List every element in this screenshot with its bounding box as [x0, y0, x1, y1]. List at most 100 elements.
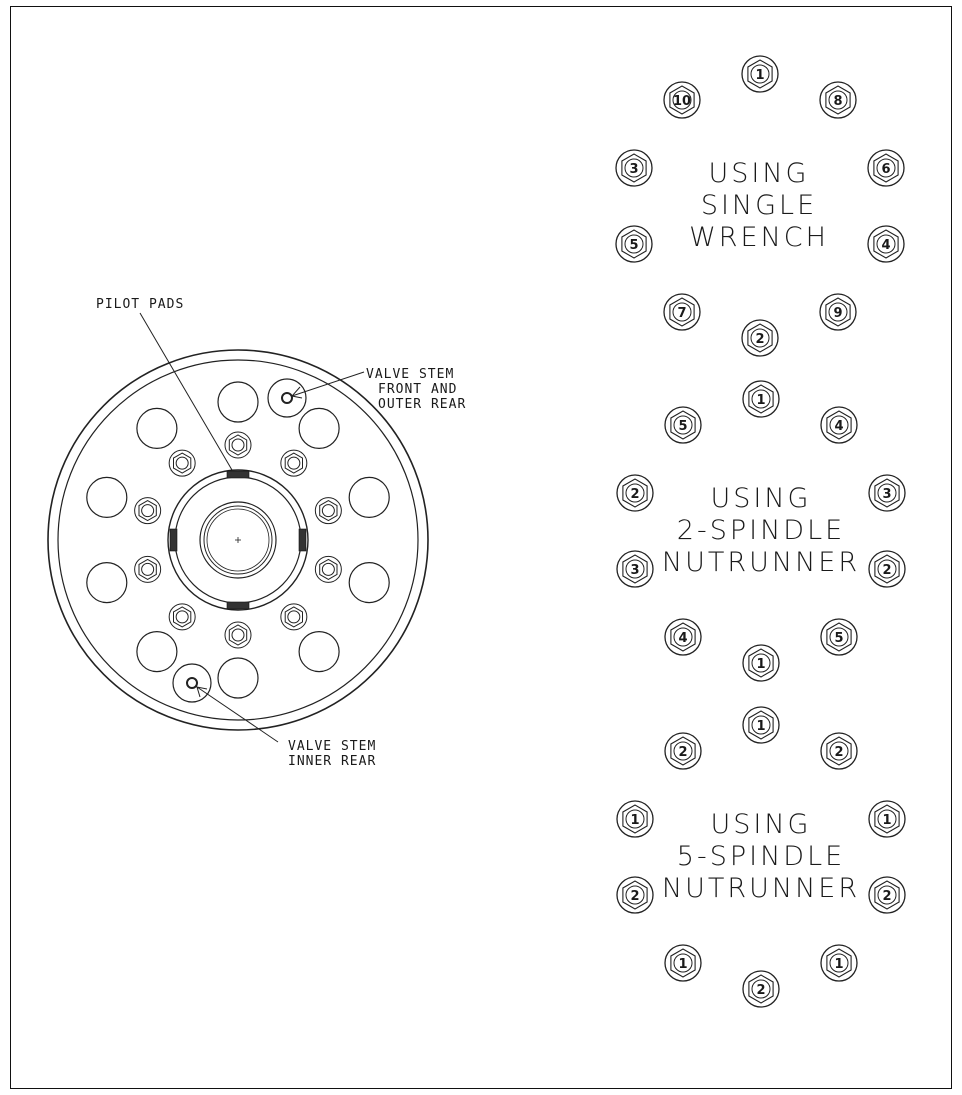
lug-nut: 1: [664, 944, 702, 982]
lug-nut-number: 2: [834, 745, 843, 760]
lug-nut: 7: [663, 293, 701, 331]
diagram-frame: [10, 6, 952, 1089]
lug-nut: 4: [664, 618, 702, 656]
lug-nut-number: 2: [678, 745, 687, 760]
lug-nut: 3: [616, 550, 654, 588]
pattern-1-title-line2: SINGLE: [701, 190, 817, 221]
pattern-5-spindle: USING 5-SPINDLE NUTRUNNER 1 2 1 2 1 2 1 2 1 2: [616, 706, 906, 1008]
lug-nut: 3: [868, 474, 906, 512]
valve-stem-front: [267, 378, 307, 418]
hub-ring-outer: [167, 469, 309, 611]
hand-hole: [298, 407, 340, 449]
lug-nut-number: 5: [678, 419, 687, 434]
lug-nut-number: 3: [630, 563, 639, 578]
hand-hole: [217, 381, 259, 423]
lug-nut: 5: [615, 225, 653, 263]
lug-nut: 1: [616, 800, 654, 838]
lug-nut-number: 1: [756, 657, 765, 672]
pilot-pads-label: PILOT PADS: [96, 297, 184, 312]
pattern-3-title-line3: NUTRUNNER: [662, 873, 860, 904]
lug-nut: 2: [742, 970, 780, 1008]
hand-hole: [86, 561, 128, 604]
lug-nut-number: 4: [881, 238, 890, 253]
pattern-2-title-line1: USING: [711, 483, 812, 514]
valve-stem-inner-line1: VALVE STEM: [288, 739, 376, 754]
lug-nut: 1: [742, 706, 780, 744]
lug-nut: 2: [820, 732, 858, 770]
wheel-stud: [314, 497, 342, 525]
lug-nut-number: 7: [677, 306, 686, 321]
hand-hole: [136, 407, 178, 449]
lug-nut: 2: [741, 319, 779, 357]
lug-nut: 2: [664, 732, 702, 770]
pattern-1-title-line1: USING: [709, 158, 810, 189]
lug-nut: 2: [616, 876, 654, 914]
hub-bore-mid: [203, 505, 273, 575]
hand-hole: [136, 630, 178, 673]
lug-nut: 1: [742, 644, 780, 682]
valve-inner-leader: [196, 686, 279, 743]
pattern-2-spindle: USING 2-SPINDLE NUTRUNNER 1 4 3 2 5 1 4 3 2 5: [616, 380, 906, 682]
pilot-pads: [169, 470, 307, 610]
lug-nut-number: 1: [882, 813, 891, 828]
hand-hole: [348, 561, 390, 604]
lug-nut: 9: [819, 293, 857, 331]
pattern-1-title-line3: WRENCH: [689, 222, 829, 253]
wheel-stud: [314, 555, 342, 583]
lug-nut-number: 2: [755, 332, 764, 347]
pattern-3-nuts: 1 2 1 2 1 2 1 2 1 2: [616, 706, 906, 1008]
wheel-outer-rim: [47, 349, 429, 731]
lug-nut: 1: [742, 380, 780, 418]
lug-nut: 2: [868, 550, 906, 588]
pattern-2-title-line3: NUTRUNNER: [662, 547, 860, 578]
lug-nut: 4: [820, 406, 858, 444]
valve-stem-inner: [172, 663, 212, 703]
pattern-single-wrench: USING SINGLE WRENCH 1 8 6 4 9 2 7 5 3 10: [615, 55, 905, 357]
lug-nut-number: 5: [834, 631, 843, 646]
pattern-2-title-line2: 2-SPINDLE: [677, 515, 845, 546]
pattern-3-title-line2: 5-SPINDLE: [677, 841, 845, 872]
valve-stem-front-line1: VALVE STEM: [366, 367, 454, 382]
lug-nut-number: 8: [833, 94, 842, 109]
lug-nut-number: 1: [834, 957, 843, 972]
pattern-2-nuts: 1 4 3 2 5 1 4 3 2 5: [616, 380, 906, 682]
lug-nut-number: 2: [630, 889, 639, 904]
valve-stem-front-line2: FRONT AND: [378, 382, 457, 397]
valve-front-leader: [291, 371, 365, 397]
lug-nut: 2: [616, 474, 654, 512]
pattern-3-title-line1: USING: [711, 809, 812, 840]
valve-stem-inner-line2: INNER REAR: [288, 754, 376, 769]
lug-nut-number: 3: [882, 487, 891, 502]
lug-nut-number: 2: [882, 563, 891, 578]
wheel-drawing: [47, 312, 429, 743]
wheel-stud: [134, 555, 162, 583]
lug-nut: 3: [615, 149, 653, 187]
lug-nut: 5: [664, 406, 702, 444]
lug-nut-number: 6: [881, 162, 890, 177]
lug-nut-number: 10: [673, 94, 691, 109]
wheel-inner-rim: [57, 359, 419, 721]
lug-nut: 1: [741, 55, 779, 93]
wheel-stud: [224, 431, 252, 459]
wheel-stud: [168, 449, 196, 477]
wheel-stud: [280, 603, 308, 631]
lug-nut-number: 2: [756, 983, 765, 998]
lug-nut-number: 1: [756, 393, 765, 408]
lug-nut-number: 4: [678, 631, 687, 646]
lug-nut-number: 3: [629, 162, 638, 177]
hand-hole: [86, 476, 128, 518]
lug-nut: 5: [820, 618, 858, 656]
lug-nut-number: 1: [755, 68, 764, 83]
wheel-stud: [168, 603, 196, 631]
hand-hole: [217, 657, 259, 699]
lug-nut-number: 2: [882, 889, 891, 904]
hand-hole: [348, 476, 390, 518]
lug-nut-number: 9: [833, 306, 842, 321]
lug-nut-number: 2: [630, 487, 639, 502]
lug-nut-number: 1: [630, 813, 639, 828]
lug-nut-number: 1: [678, 957, 687, 972]
wheel-studs: [134, 431, 342, 649]
hub-bore-inner: [206, 508, 270, 572]
lug-nut-number: 1: [756, 719, 765, 734]
pilot-pads-leader: [139, 312, 233, 471]
